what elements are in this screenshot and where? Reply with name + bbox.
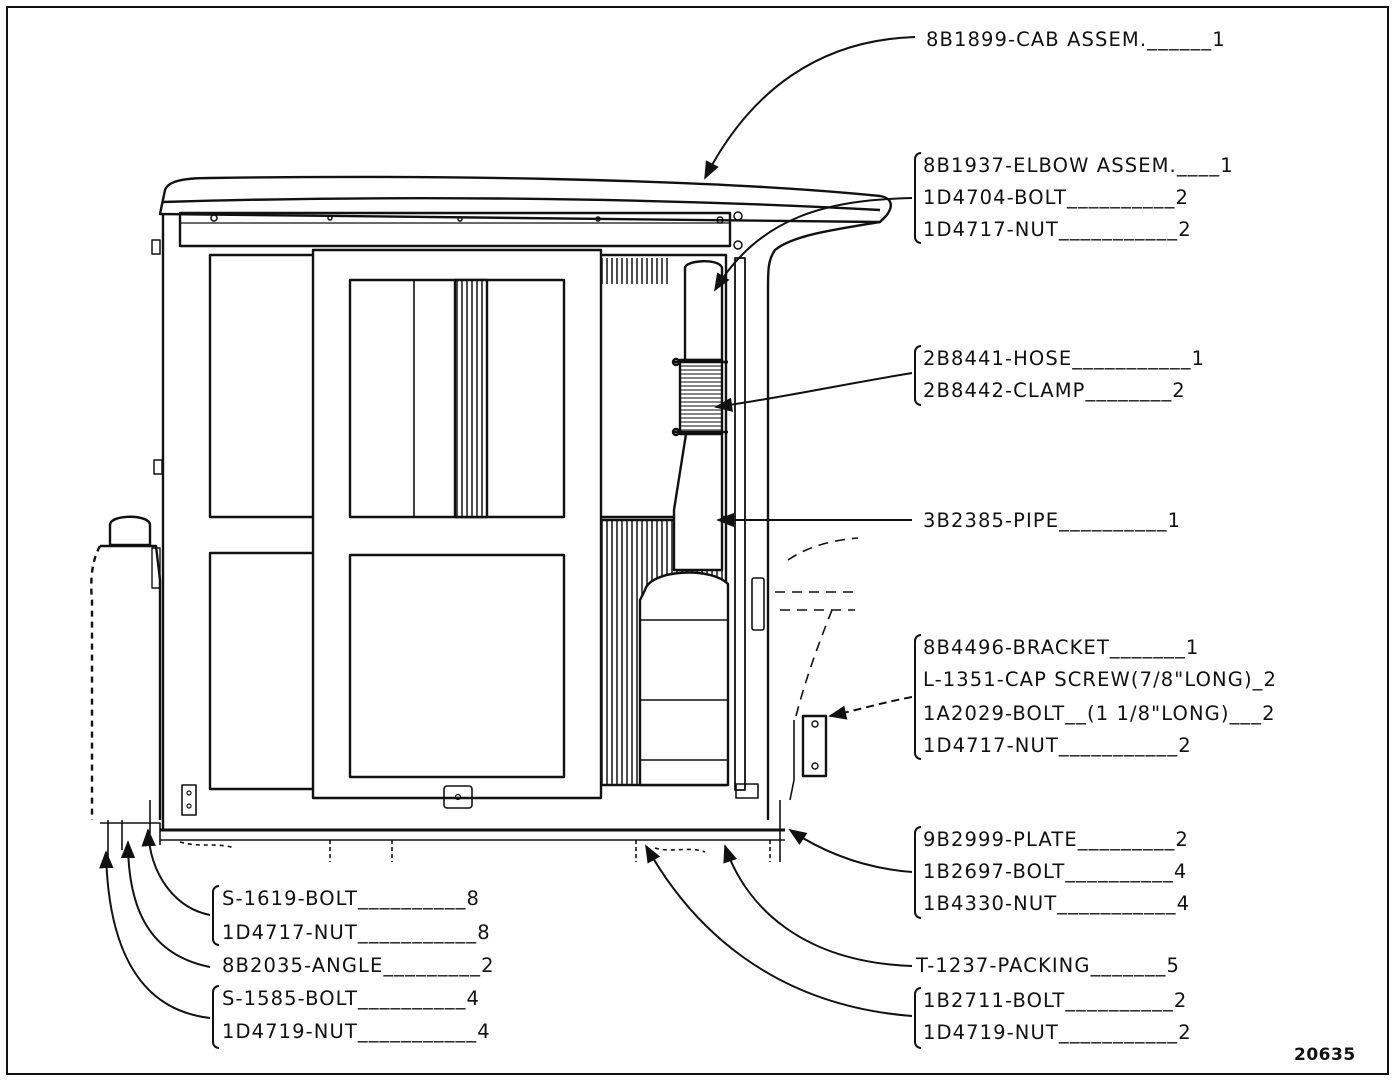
- brace-bolt-s1585-group: [212, 985, 219, 1049]
- cab-roof: [158, 175, 892, 250]
- fuel-tank: [90, 515, 197, 820]
- brace-hose-group: [914, 345, 921, 406]
- callout-nut-1d4719: 1D4719-NUT___________4: [222, 1020, 491, 1043]
- callout-bracket: 8B4496-BRACKET_______1: [923, 636, 1200, 659]
- callout-nut-1d4717-b: 1D4717-NUT___________2: [923, 734, 1192, 757]
- leader-lines: [99, 36, 916, 1019]
- callout-plate: 9B2999-PLATE_________2: [923, 828, 1189, 851]
- callout-elbow-assembly: 8B1937-ELBOW ASSEM.____1: [923, 154, 1234, 177]
- exhaust-pipe-assembly: [638, 257, 765, 799]
- floor-angle-and-bolts: [100, 800, 781, 862]
- callout-bolt-s1585: S-1585-BOLT__________4: [222, 987, 480, 1010]
- brace-bolt-1b2711-group: [914, 987, 921, 1049]
- callout-bolt-1b2697: 1B2697-BOLT__________4: [923, 860, 1188, 883]
- figure-number: 20635: [1294, 1045, 1356, 1065]
- callout-packing: T-1237-PACKING_______5: [916, 954, 1181, 977]
- callout-nut-1d4719-b: 1D4719-NUT___________2: [923, 1021, 1192, 1044]
- callout-nut-1b4330: 1B4330-NUT___________4: [923, 892, 1191, 915]
- callout-nut-1d4717-c: 1D4717-NUT___________8: [222, 921, 491, 944]
- callout-bolt-1b2711: 1B2711-BOLT__________2: [923, 989, 1188, 1012]
- callout-pipe: 3B2385-PIPE__________1: [923, 509, 1182, 532]
- callout-bolt-1a2029: 1A2029-BOLT__(1 1/8"LONG)___2: [923, 702, 1276, 725]
- callout-angle: 8B2035-ANGLE_________2: [222, 954, 495, 977]
- callout-hose: 2B8441-HOSE___________1: [923, 347, 1206, 370]
- cab-body: [151, 214, 881, 841]
- brace-bracket-group: [914, 634, 921, 760]
- cab-door: [311, 248, 603, 809]
- callout-clamp: 2B8442-CLAMP________2: [923, 379, 1186, 402]
- callout-bolt-s1619: S-1619-BOLT__________8: [222, 887, 480, 910]
- callout-bolt-1d4704: 1D4704-BOLT__________2: [923, 186, 1189, 209]
- brace-bolt-s1619-group: [212, 885, 219, 946]
- fender-outline: [775, 537, 859, 721]
- callout-nut-1d4717: 1D4717-NUT___________2: [923, 218, 1192, 241]
- callout-cap-screw: L-1351-CAP SCREW(7/8"LONG)_2: [923, 668, 1278, 691]
- brace-elbow-group: [914, 152, 921, 244]
- drawing-frame: [6, 6, 1389, 1075]
- bracket: [789, 714, 828, 801]
- callout-cab-assembly: 8B1899-CAB ASSEM.______1: [926, 28, 1226, 51]
- brace-plate-group: [914, 826, 921, 919]
